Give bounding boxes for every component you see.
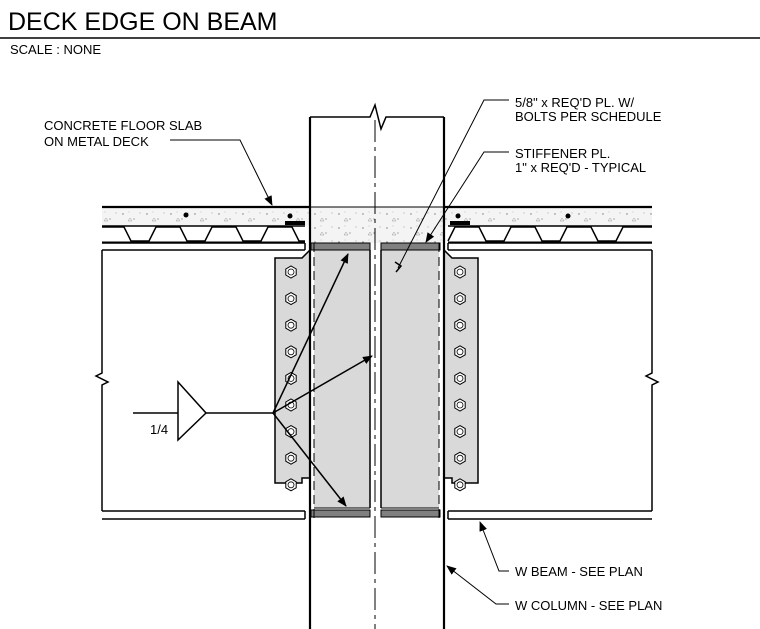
bolt-icon — [454, 318, 466, 332]
deck-closure-left — [285, 221, 305, 225]
callout-plate-line1: 5/8" x REQ'D PL. W/ — [515, 95, 634, 110]
concrete-slab-right — [444, 205, 652, 226]
bolt-group-right — [454, 265, 466, 492]
rebar-dot — [565, 213, 571, 219]
bolt-icon — [454, 292, 466, 306]
bolt-icon — [454, 451, 466, 465]
column-web-left-half — [314, 249, 371, 509]
callout-column: W COLUMN - SEE PLAN — [515, 598, 662, 613]
rebar-dot — [287, 213, 293, 219]
metal-deck-left — [102, 225, 310, 243]
weld-symbol — [133, 380, 273, 442]
concrete-slab-core — [310, 206, 444, 243]
bolt-icon — [285, 345, 297, 359]
bolt-icon — [285, 451, 297, 465]
leader-column — [446, 565, 509, 605]
weld-arrow-mid — [272, 355, 373, 414]
drawing-title: DECK EDGE ON BEAM — [8, 8, 278, 36]
weld-size-label: 1/4 — [150, 422, 168, 437]
bolt-icon — [285, 292, 297, 306]
callout-stiffener-line2: 1" x REQ'D - TYPICAL — [515, 160, 646, 175]
leader-slab — [170, 139, 273, 206]
column-top-break — [310, 102, 444, 132]
shear-plate-left — [274, 248, 311, 484]
stiffener-plate-top-left — [310, 242, 371, 251]
metal-deck-right — [444, 225, 652, 243]
leader-stiffener — [425, 151, 509, 243]
bolt-icon — [454, 478, 466, 492]
rebar-dot — [455, 213, 461, 219]
column-web-right-half — [380, 249, 439, 509]
bolt-icon — [285, 478, 297, 492]
beam-bottom-flange-left — [102, 510, 306, 520]
callout-slab-line1: CONCRETE FLOOR SLAB — [44, 118, 202, 133]
weld-arrow-top — [272, 253, 349, 414]
callout-stiffener-line1: STIFFENER PL. — [515, 146, 610, 161]
beam-top-flange-left — [102, 242, 306, 251]
beam-top-flange-right — [447, 242, 652, 251]
weld-arrow-bottom — [272, 412, 347, 507]
stiffener-plate-bottom-left — [310, 509, 371, 518]
bolt-icon — [454, 425, 466, 439]
concrete-slab-left — [102, 205, 310, 226]
beam-bottom-flange-right — [447, 510, 652, 520]
callout-plate-line2: BOLTS PER SCHEDULE — [515, 109, 662, 124]
bolt-icon — [454, 345, 466, 359]
deck-closure-right — [450, 221, 470, 225]
callout-slab-line2: ON METAL DECK — [44, 134, 149, 149]
bolt-icon — [454, 371, 466, 385]
beam-break-left — [94, 250, 110, 511]
scale-note: SCALE : NONE — [10, 42, 101, 57]
leader-plate-tick — [394, 261, 403, 273]
bolt-icon — [285, 318, 297, 332]
leader-beam — [479, 521, 509, 572]
rebar-dot — [183, 212, 189, 218]
shear-plate-right — [443, 248, 479, 484]
bolt-icon — [454, 398, 466, 412]
callout-beam: W BEAM - SEE PLAN — [515, 564, 643, 579]
bolt-icon — [454, 265, 466, 279]
beam-break-right — [644, 250, 660, 511]
leader-plate — [397, 99, 509, 269]
stiffener-plate-bottom-right — [380, 509, 441, 518]
bolt-group-left — [285, 265, 297, 492]
bolt-icon — [285, 265, 297, 279]
